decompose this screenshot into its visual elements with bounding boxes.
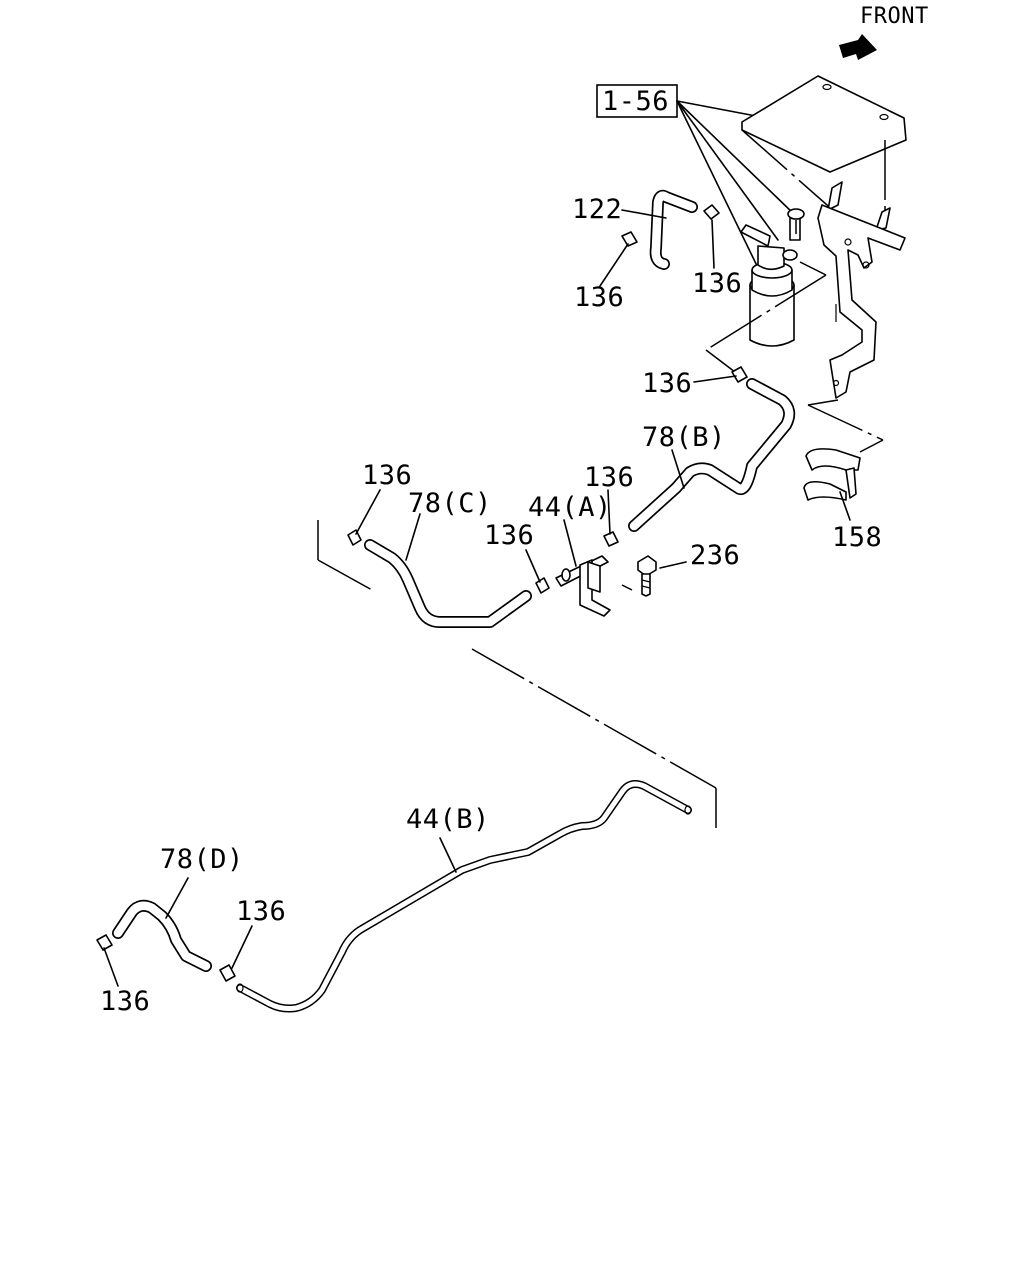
callout-136: 136 xyxy=(574,282,624,313)
callout-136: 136 xyxy=(236,896,286,927)
reference-box xyxy=(596,84,678,118)
callout-78d: 78(D) xyxy=(160,844,244,875)
hose-78c xyxy=(347,529,550,628)
hose-122 xyxy=(649,189,698,270)
hose-78d xyxy=(96,899,236,982)
callout-236: 236 xyxy=(690,540,740,571)
callout-78c: 78(C) xyxy=(408,488,492,519)
callout-label-1-56: 1-56 xyxy=(602,86,669,117)
front-label: FRONT xyxy=(860,4,929,29)
callout-labels: 122 136 136 136 78(B) 136 78(C) 44(A) 13… xyxy=(100,194,882,1017)
callout-136: 136 xyxy=(362,460,412,491)
callout-136: 136 xyxy=(584,462,634,493)
callout-78b: 78(B) xyxy=(642,422,726,453)
front-arrow-icon xyxy=(839,34,877,60)
leader-lines xyxy=(103,209,851,987)
callout-136: 136 xyxy=(484,520,534,551)
callout-1-56: 1-56 xyxy=(596,84,796,273)
pipe-44b xyxy=(236,780,692,1013)
pipe-44a xyxy=(555,531,619,617)
bolt-236 xyxy=(637,555,657,597)
canister-bracket xyxy=(807,181,906,453)
hose-78b xyxy=(628,366,796,532)
callout-44b: 44(B) xyxy=(406,804,490,835)
front-indicator: FRONT xyxy=(839,4,929,60)
hose-clamp xyxy=(621,204,720,247)
callout-158: 158 xyxy=(832,522,882,553)
callout-136: 136 xyxy=(100,986,150,1017)
callout-122: 122 xyxy=(572,194,622,225)
callout-136: 136 xyxy=(692,268,742,299)
canister xyxy=(705,208,827,373)
assembly-line xyxy=(317,520,717,828)
mounting-plate xyxy=(741,75,907,213)
callout-44a: 44(A) xyxy=(528,492,612,523)
callout-136: 136 xyxy=(642,368,692,399)
clamp-158 xyxy=(803,448,861,501)
